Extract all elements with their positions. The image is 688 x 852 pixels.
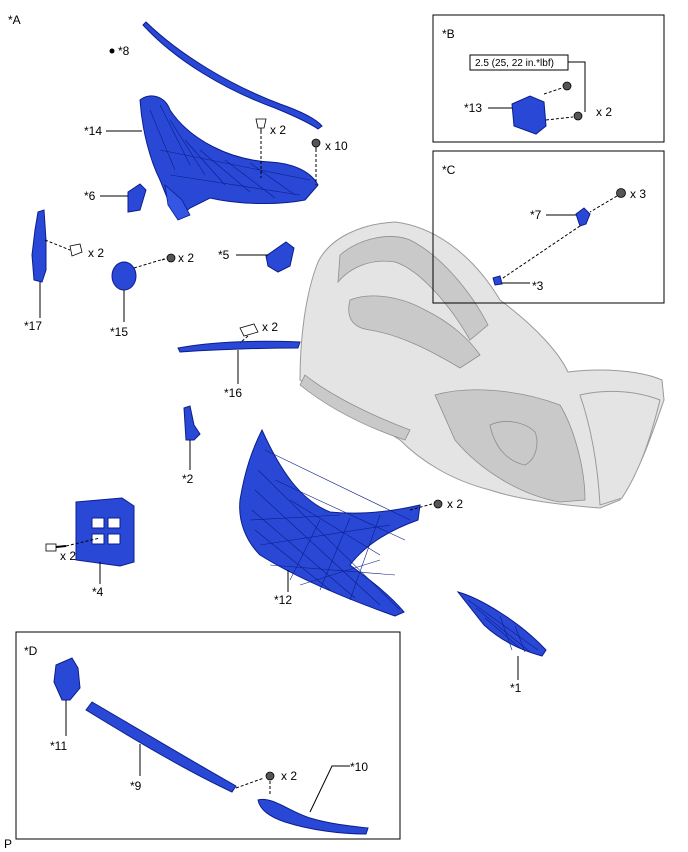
part-11-label: *11 [50,739,67,753]
part-14-clip-qty: x 2 [270,123,286,137]
footer-mark: P [4,837,12,851]
part-6-bracket [127,183,147,213]
part-4-dashline [65,537,101,547]
part-10-qty: x 2 [281,769,297,783]
part-17-qty: x 2 [88,246,104,260]
part-7-clip [575,207,591,227]
part-15-cover [111,261,137,291]
part-17-dashline [44,239,71,251]
torque-leader [568,61,586,112]
part-14-label: *14 [84,124,102,138]
part-5-bracket [265,241,295,273]
part-13-dashline-top [543,87,563,95]
part-4-license-bracket [75,497,135,567]
section-d-box [15,631,401,840]
section-c-box [432,150,665,304]
part-3-dashline [499,225,581,281]
part-10-leader [309,765,350,813]
part-8-dot [109,48,115,54]
part-12-dashline [409,503,433,511]
front-bumper-cover [299,221,665,509]
part-8-moulding [142,21,323,130]
part-12-qty: x 2 [447,497,463,511]
part-7-label: *7 [530,208,542,222]
part-17-label: *17 [24,319,42,333]
section-a-label: *A [8,13,21,27]
part-6-label: *6 [84,189,96,203]
part-4-label: *4 [92,585,104,599]
screw-icon [45,543,67,552]
part-9-lower-moulding [85,701,237,793]
part-15-qty: x 2 [178,251,194,265]
screw-icon [265,771,275,781]
part-14-grille-retainer [139,95,319,221]
part-4-qty: x 2 [60,549,76,563]
part-1-label: *1 [510,681,522,695]
screw-icon [311,138,321,152]
part-16-dashline [239,335,249,344]
part-15-dashline [133,258,165,269]
part-9-label: *9 [130,779,142,793]
part-10-lower-moulding [257,798,369,835]
clip-icon [69,243,83,257]
part-8-label: *8 [118,44,130,58]
clip-icon [255,118,267,134]
part-9-dashline [235,777,265,789]
part-3-clip [492,275,503,286]
part-7-screw-dashline [589,195,618,213]
part-16-label: *16 [224,386,242,400]
section-d-label: *D [24,644,38,658]
part-3-label: *3 [532,279,544,293]
part-7-qty: x 3 [630,187,646,201]
section-c-label: *C [442,163,456,177]
part-14-screw-qty: x 10 [325,139,348,153]
part-15-label: *15 [110,325,128,339]
part-13-label: *13 [464,101,482,115]
section-b-box [432,14,665,143]
screw-icon [562,81,572,91]
part-13-dashline-bottom [545,116,574,121]
screw-icon [161,253,176,263]
screw-icon [573,111,583,121]
part-2-label: *2 [182,472,194,486]
screw-icon [616,188,626,198]
part-1-fog-cover [456,591,547,657]
part-17-side-moulding [31,209,47,283]
part-16-moulding [177,340,301,353]
section-b-label: *B [442,27,455,41]
torque-spec: 2.5 (25, 22 in.*lbf) [475,58,554,69]
part-10-label: *10 [350,760,368,774]
part-12-lower-grille [239,428,421,617]
part-12-label: *12 [274,593,292,607]
clip-icon [239,323,259,337]
part-5-label: *5 [218,248,230,262]
part-13-qty: x 2 [596,105,612,119]
part-16-qty: x 2 [262,320,278,334]
part-13-bracket [511,95,547,135]
screw-icon [433,499,443,509]
part-11-end-piece [53,657,81,701]
part-2-bracket [183,405,201,441]
